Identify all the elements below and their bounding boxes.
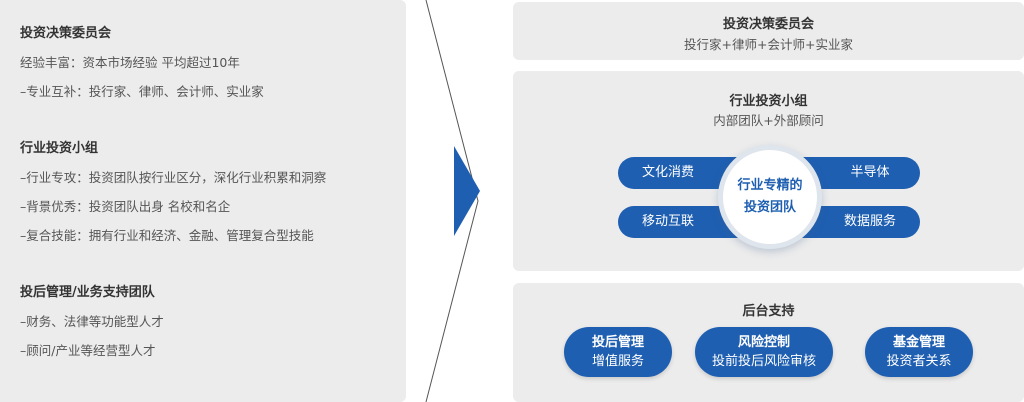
section-line: –复合技能：拥有行业和经济、金融、管理复合型技能: [20, 228, 314, 243]
bubble-risk-control: 风险控制 投前投后风险审核: [695, 327, 833, 377]
section-line: –财务、法律等功能型人才: [20, 314, 164, 329]
bubble-fund-management: 基金管理 投资者关系: [865, 327, 973, 377]
section-committee: 投资决策委员会 经验丰富：资本市场经验 平均超过10年 –专业互补：投行家、律师…: [20, 22, 406, 113]
committee-subtitle: 投行家+律师+会计师+实业家: [684, 37, 853, 52]
section-title: 行业投资小组: [20, 141, 99, 156]
arrow-right-icon: [454, 146, 480, 236]
center-team-circle: 行业专精的 投资团队: [718, 145, 822, 249]
section-line: –专业互补：投行家、律师、会计师、实业家: [20, 84, 264, 99]
section-line: –顾问/产业等经营型人才: [20, 343, 156, 358]
section-post-investment: 投后管理/业务支持团队 –财务、法律等功能型人才 –顾问/产业等经营型人才: [20, 281, 406, 372]
industry-group-subtitle: 内部团队+外部顾问: [713, 113, 824, 128]
center-line: 投资团队: [743, 200, 796, 215]
committee-box: 投资决策委员会 投行家+律师+会计师+实业家: [513, 2, 1024, 60]
bubble-title: 投后管理: [591, 335, 644, 350]
bubble-title: 风险控制: [737, 335, 790, 350]
center-line: 行业专精的: [737, 178, 803, 193]
bubble-subtitle: 增值服务: [591, 354, 644, 369]
section-line: –背景优秀：投资团队出身 名校和名企: [20, 199, 231, 214]
bubble-post-investment: 投后管理 增值服务: [564, 327, 672, 377]
committee-title: 投资决策委员会: [722, 17, 814, 32]
section-title: 投资决策委员会: [20, 26, 112, 41]
section-title: 投后管理/业务支持团队: [20, 285, 155, 300]
bubble-subtitle: 投资者关系: [886, 354, 952, 369]
back-office-title: 后台支持: [742, 304, 795, 319]
description-panel: 投资决策委员会 经验丰富：资本市场经验 平均超过10年 –专业互补：投行家、律师…: [0, 0, 406, 402]
section-line: 经验丰富：资本市场经验 平均超过10年: [20, 55, 240, 70]
bubble-title: 基金管理: [892, 335, 945, 350]
section-industry-group: 行业投资小组 –行业专攻：投资团队按行业区分，深化行业积累和洞察 –背景优秀：投…: [20, 137, 406, 257]
divider-line: [425, 0, 479, 402]
section-line: –行业专攻：投资团队按行业区分，深化行业积累和洞察: [20, 170, 327, 185]
bubble-subtitle: 投前投后风险审核: [711, 354, 816, 369]
industry-group-title: 行业投资小组: [729, 94, 808, 109]
